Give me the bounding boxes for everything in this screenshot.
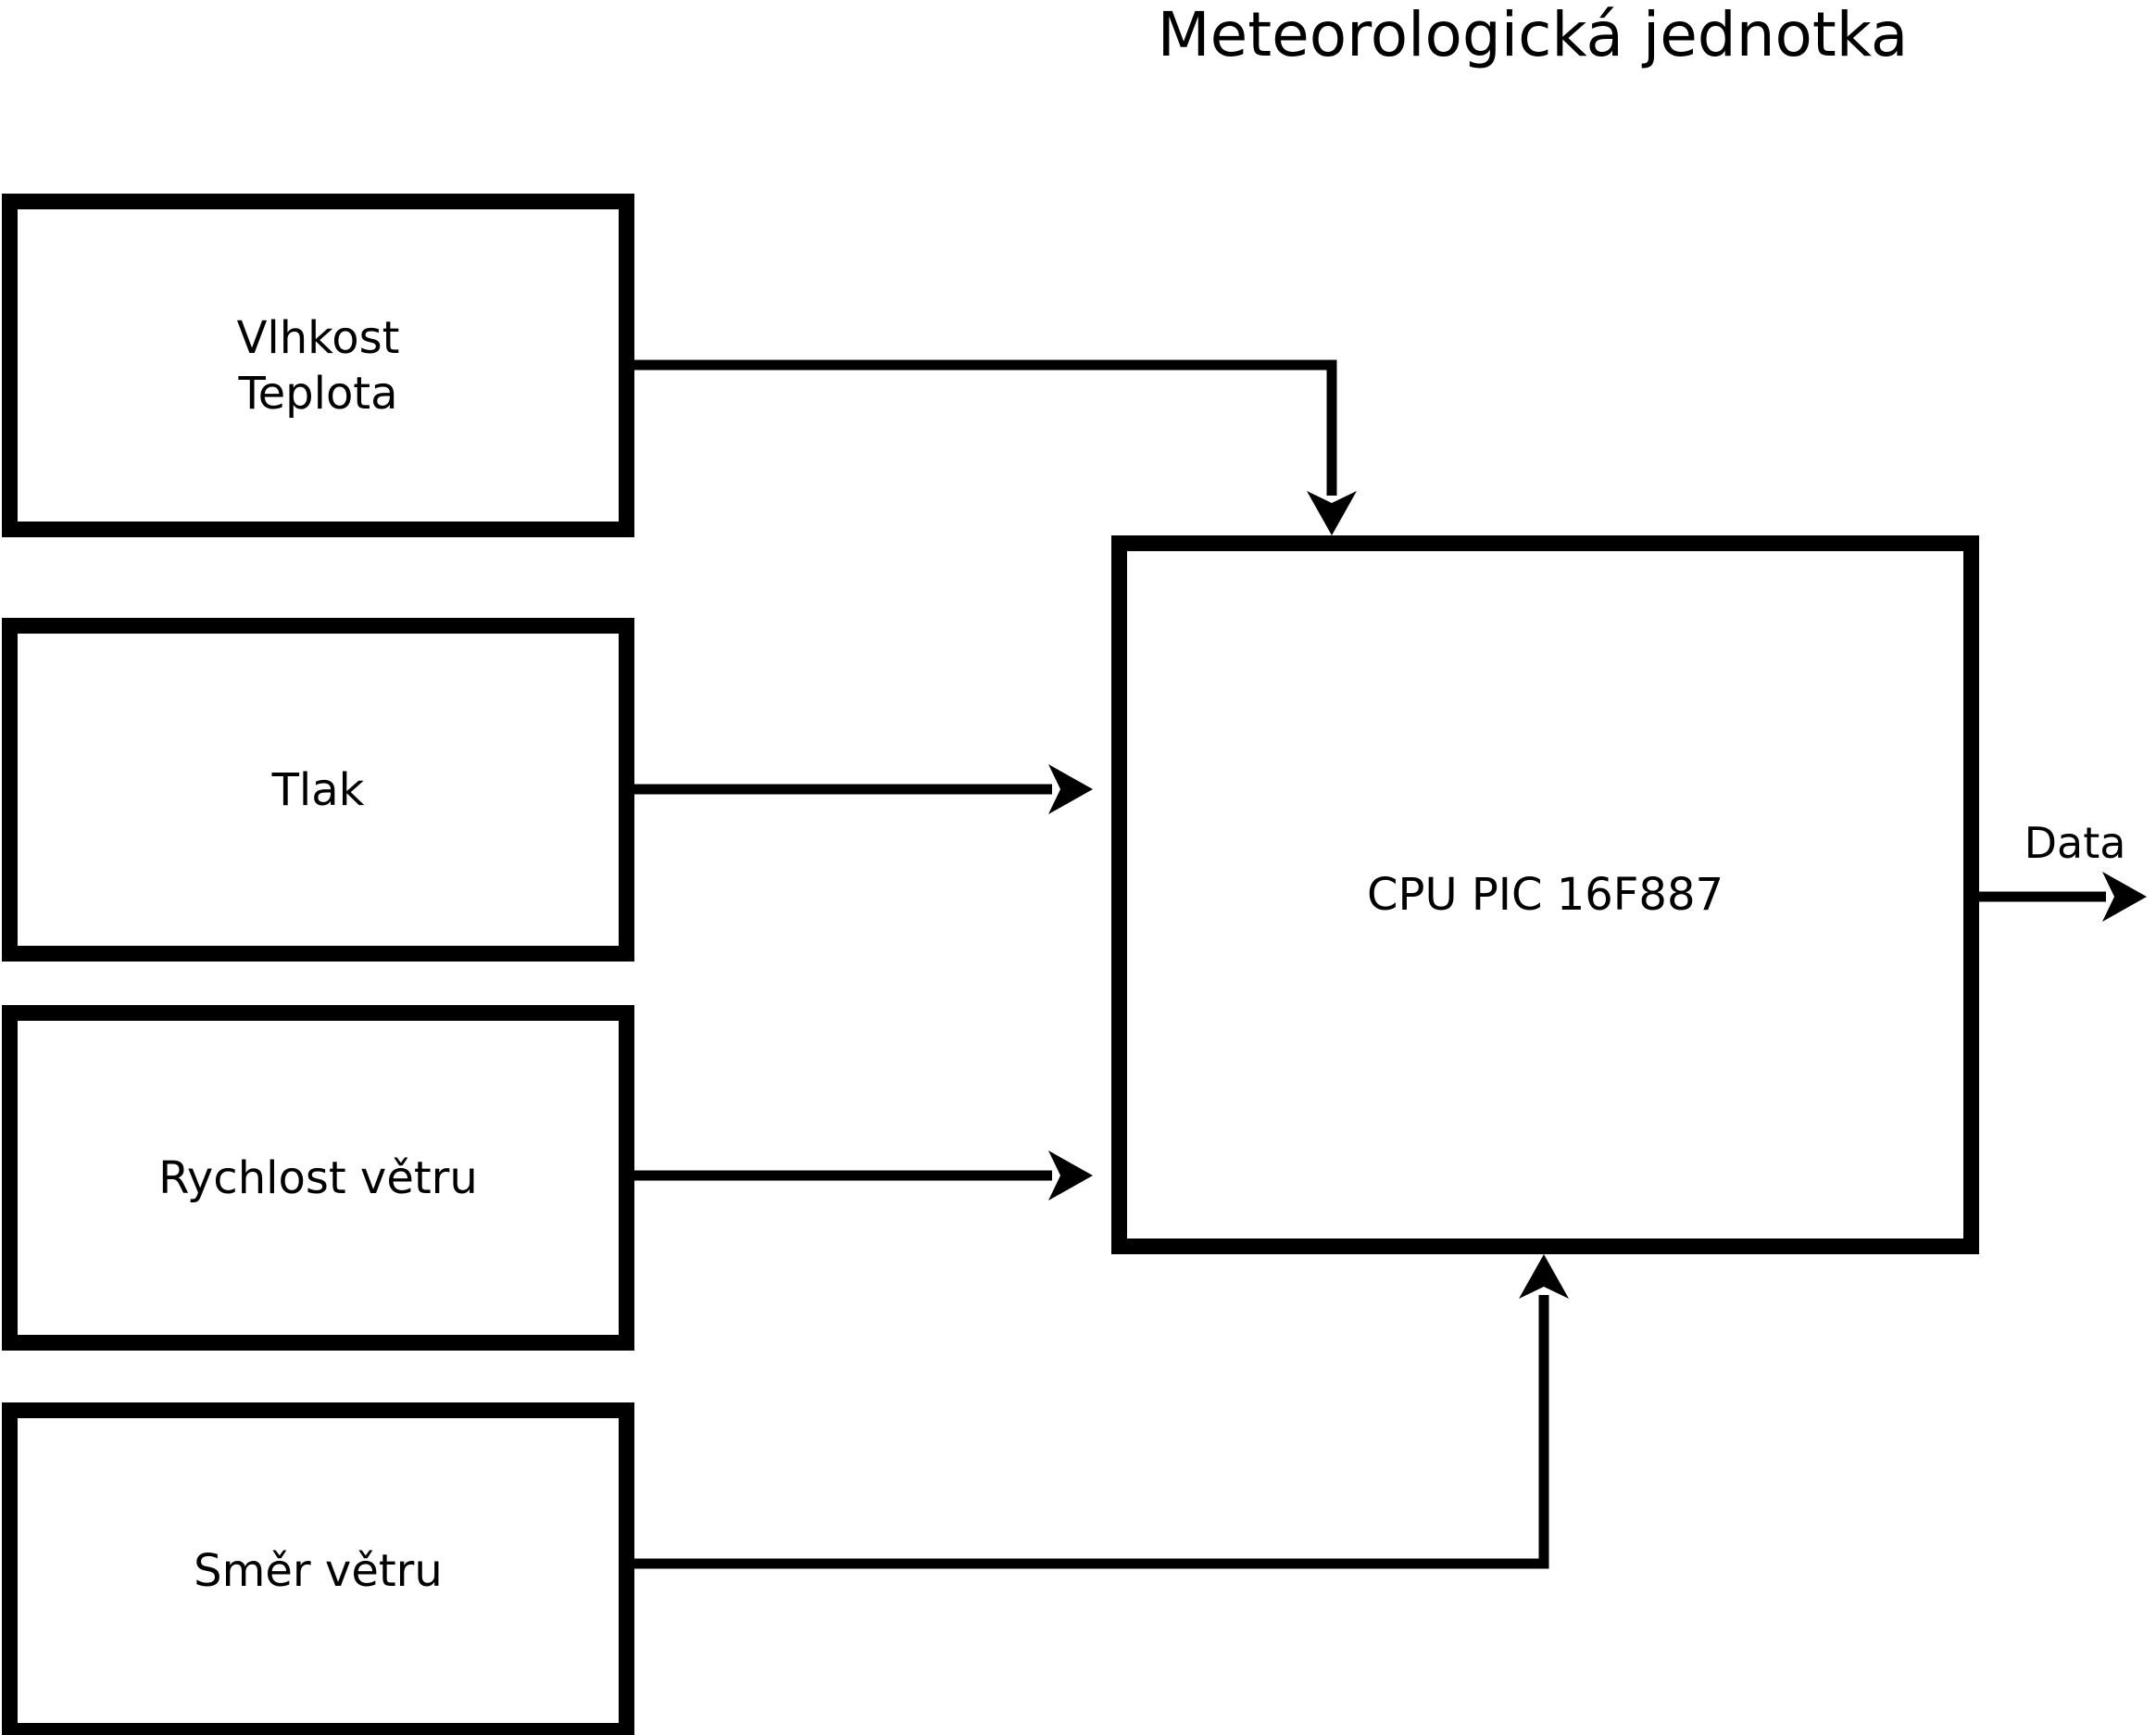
input-box-label-line: Vlhkost	[236, 311, 400, 364]
input-box-label-line: Rychlost větru	[158, 1151, 478, 1204]
input-box-tlak: Tlak	[2, 618, 634, 962]
cpu-box: CPU PIC 16F887	[1111, 535, 1979, 1254]
arrow-tlak-to-cpu	[634, 764, 1093, 814]
arrow-vlhkost-teplota-to-cpu	[634, 359, 1357, 535]
input-box-label-line: Tlak	[271, 763, 365, 816]
diagram-title: Meteorologická jednotka	[1157, 0, 1909, 70]
data-output-label: Data	[2024, 818, 2126, 868]
arrow-head-up-icon	[1519, 1254, 1569, 1299]
input-box-label-line: Směr větru	[194, 1544, 443, 1597]
arrow-smer-vetru-to-cpu	[634, 1254, 1569, 1569]
arrow-rychlost-vetru-to-cpu	[634, 1150, 1093, 1201]
arrow-line	[634, 359, 1337, 496]
arrow-head-right-icon	[2102, 872, 2147, 922]
arrow-line	[634, 1295, 1549, 1569]
arrow-cpu-to-data-output	[1979, 872, 2147, 922]
arrow-head-right-icon	[1048, 1150, 1093, 1201]
input-box-smer-vetru: Směr větru	[2, 1402, 634, 1735]
arrow-head-right-icon	[1048, 764, 1093, 814]
input-box-rychlost-vetru: Rychlost větru	[2, 1005, 634, 1351]
arrow-head-down-icon	[1307, 491, 1357, 535]
input-box-label-line: Teplota	[238, 367, 398, 420]
input-box-vlhkost-teplota: Vlhkost Teplota	[2, 194, 634, 537]
cpu-box-label: CPU PIC 16F887	[1366, 869, 1724, 921]
